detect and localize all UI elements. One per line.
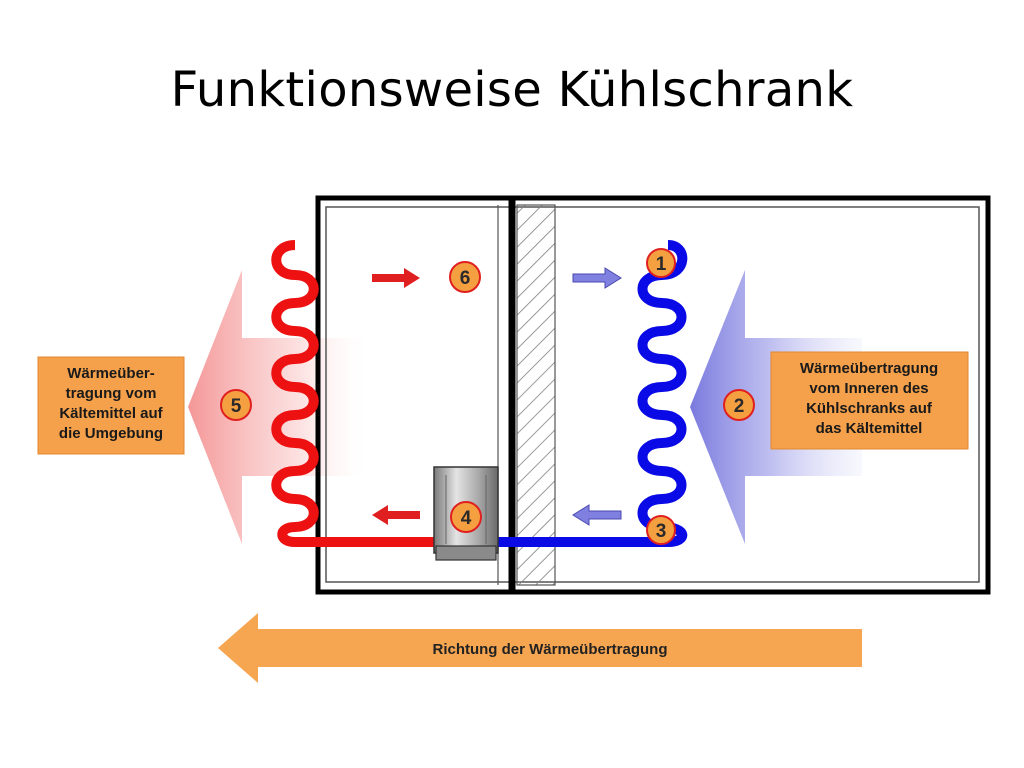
heat-absorption-label-line-4: das Kältemittel [816,420,923,437]
heat-release-label-line-1: Wärmeüber- [67,365,155,382]
expansion-valve-icon [462,241,470,250]
heat-release-label-line-2: tragung vom [66,385,157,402]
slide-title: Funktionsweise Kühlschrank [170,62,854,118]
step-badge-5: 5 [220,389,252,421]
heat-absorption-label: Wärmeübertragung vom Inneren des Kühlsch… [770,351,969,450]
step-badge-4: 4 [450,501,482,533]
flow-arrow-hot-top [372,268,420,288]
svg-text:6: 6 [460,268,471,289]
svg-text:2: 2 [734,396,745,417]
heat-absorption-label-line-2: vom Inneren des [809,380,928,397]
condenser-coil [271,240,319,547]
step-badge-2: 2 [723,389,755,421]
step-badge-1: 1 [646,248,676,278]
flow-arrow-hot-bottom [372,505,420,525]
flow-arrow-cold-bottom [572,504,622,526]
heat-absorption-label-line-1: Wärmeübertragung [800,360,938,377]
step-badge-6: 6 [449,261,481,293]
svg-text:4: 4 [461,508,472,529]
svg-text:5: 5 [231,396,242,417]
heat-direction-label: Richtung der Wärmeübertragung [432,641,667,658]
heat-direction-arrow: Richtung der Wärmeübertragung [218,613,862,683]
heat-absorption-label-line-3: Kühlschranks auf [806,400,933,417]
refrigerator-outer-wall [315,195,991,595]
heat-release-arrow [188,270,365,544]
heat-release-label: Wärmeüber- tragung vom Kältemittel auf d… [37,356,185,455]
svg-text:3: 3 [656,521,667,542]
insulation-wall [516,204,556,586]
flow-arrow-cold-top [572,267,622,289]
refrigerator-inner-wall [325,206,980,583]
heat-release-label-line-4: die Umgebung [59,425,163,442]
evaporator-coil [637,240,688,547]
svg-text:1: 1 [656,254,667,275]
step-badge-3: 3 [646,515,676,545]
heat-release-label-line-3: Kältemittel auf [59,405,163,422]
